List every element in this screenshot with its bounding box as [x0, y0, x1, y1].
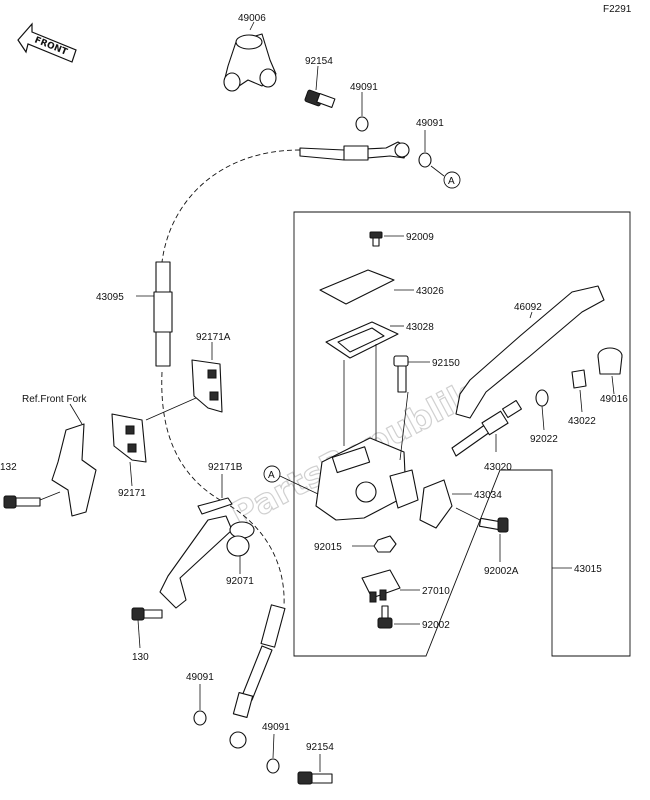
hose-guide-bracket: [159, 515, 233, 609]
label-49006: 49006: [238, 13, 266, 24]
clamp-43034: [419, 479, 453, 529]
label-92002A: 92002A: [484, 566, 519, 577]
hose-clamp-92171: [111, 413, 147, 463]
brake-hose-upper: [299, 141, 410, 161]
brake-switch-27010: [361, 569, 401, 603]
front-label: FRONT: [33, 36, 69, 58]
figure-code: F2291: [603, 4, 632, 15]
label-132: 132: [0, 462, 17, 473]
label-49091-c: 49091: [186, 672, 214, 683]
bolt-130: [131, 607, 163, 621]
diaphragm-43028: [325, 321, 399, 359]
brake-hose-lower: [229, 604, 286, 749]
boot-49016: [597, 347, 623, 375]
label-43028: 43028: [406, 322, 434, 333]
label-92150: 92150: [432, 358, 460, 369]
label-92154-bottom: 92154: [306, 742, 334, 753]
pivot-bolt-92150: [393, 355, 409, 393]
washer-49091-b: [418, 152, 432, 168]
label-92022: 92022: [530, 434, 558, 445]
hose-clamp-92171A: [191, 359, 223, 413]
label-92171B: 92171B: [208, 462, 243, 473]
reservoir-cap-43026: [319, 269, 395, 305]
callout-a-top: [443, 171, 461, 189]
washer-49091-a: [355, 116, 369, 132]
assembly-43015-outline: [293, 211, 631, 657]
bolt-132: [3, 495, 41, 509]
label-49091-b: 49091: [416, 118, 444, 129]
front-arrow-icon: FRONT: [17, 22, 77, 63]
callout-a-left-label: A: [268, 470, 275, 481]
washer-92022: [535, 389, 549, 407]
label-92171: 92171: [118, 488, 146, 499]
snap-ring-43022: [571, 369, 587, 389]
label-49091-d: 49091: [262, 722, 290, 733]
label-46092: 46092: [514, 302, 542, 313]
washer-49091-c: [193, 710, 207, 726]
label-43095: 43095: [96, 292, 124, 303]
washer-49091-d: [266, 758, 280, 774]
callout-a-top-label: A: [448, 176, 455, 187]
brake-hose-43095: [153, 261, 173, 367]
clip-92171B: [197, 497, 233, 515]
piston-kit-43020: [451, 399, 522, 457]
label-92009: 92009: [406, 232, 434, 243]
label-43034: 43034: [474, 490, 502, 501]
callout-a-left: [263, 465, 281, 483]
label-92002: 92002: [422, 620, 450, 631]
label-43022: 43022: [568, 416, 596, 427]
banjo-fitting-49006: [223, 33, 277, 92]
ref-front-fork-label: Ref.Front Fork: [22, 394, 87, 405]
label-92015: 92015: [314, 542, 342, 553]
front-fork-bracket: [51, 423, 97, 517]
label-27010: 27010: [422, 586, 450, 597]
label-92154-top: 92154: [305, 56, 333, 67]
screw-92002: [377, 605, 393, 629]
grommet-92071: [226, 521, 255, 557]
label-43015: 43015: [574, 564, 602, 575]
banjo-bolt-92154-bottom: [297, 771, 333, 785]
screw-92009: [369, 231, 383, 247]
brake-lever-46092: [455, 285, 605, 419]
label-130: 130: [132, 652, 149, 663]
label-49016: 49016: [600, 394, 628, 405]
label-92071: 92071: [226, 576, 254, 587]
label-92171A: 92171A: [196, 332, 231, 343]
master-cylinder-body: [315, 437, 419, 521]
label-49091-a: 49091: [350, 82, 378, 93]
banjo-bolt-92154-top: [304, 89, 336, 108]
hose-route-upper: [161, 149, 301, 263]
bolt-92002A: [478, 517, 509, 533]
nut-92015: [373, 535, 397, 553]
label-43026: 43026: [416, 286, 444, 297]
label-43020: 43020: [484, 462, 512, 473]
